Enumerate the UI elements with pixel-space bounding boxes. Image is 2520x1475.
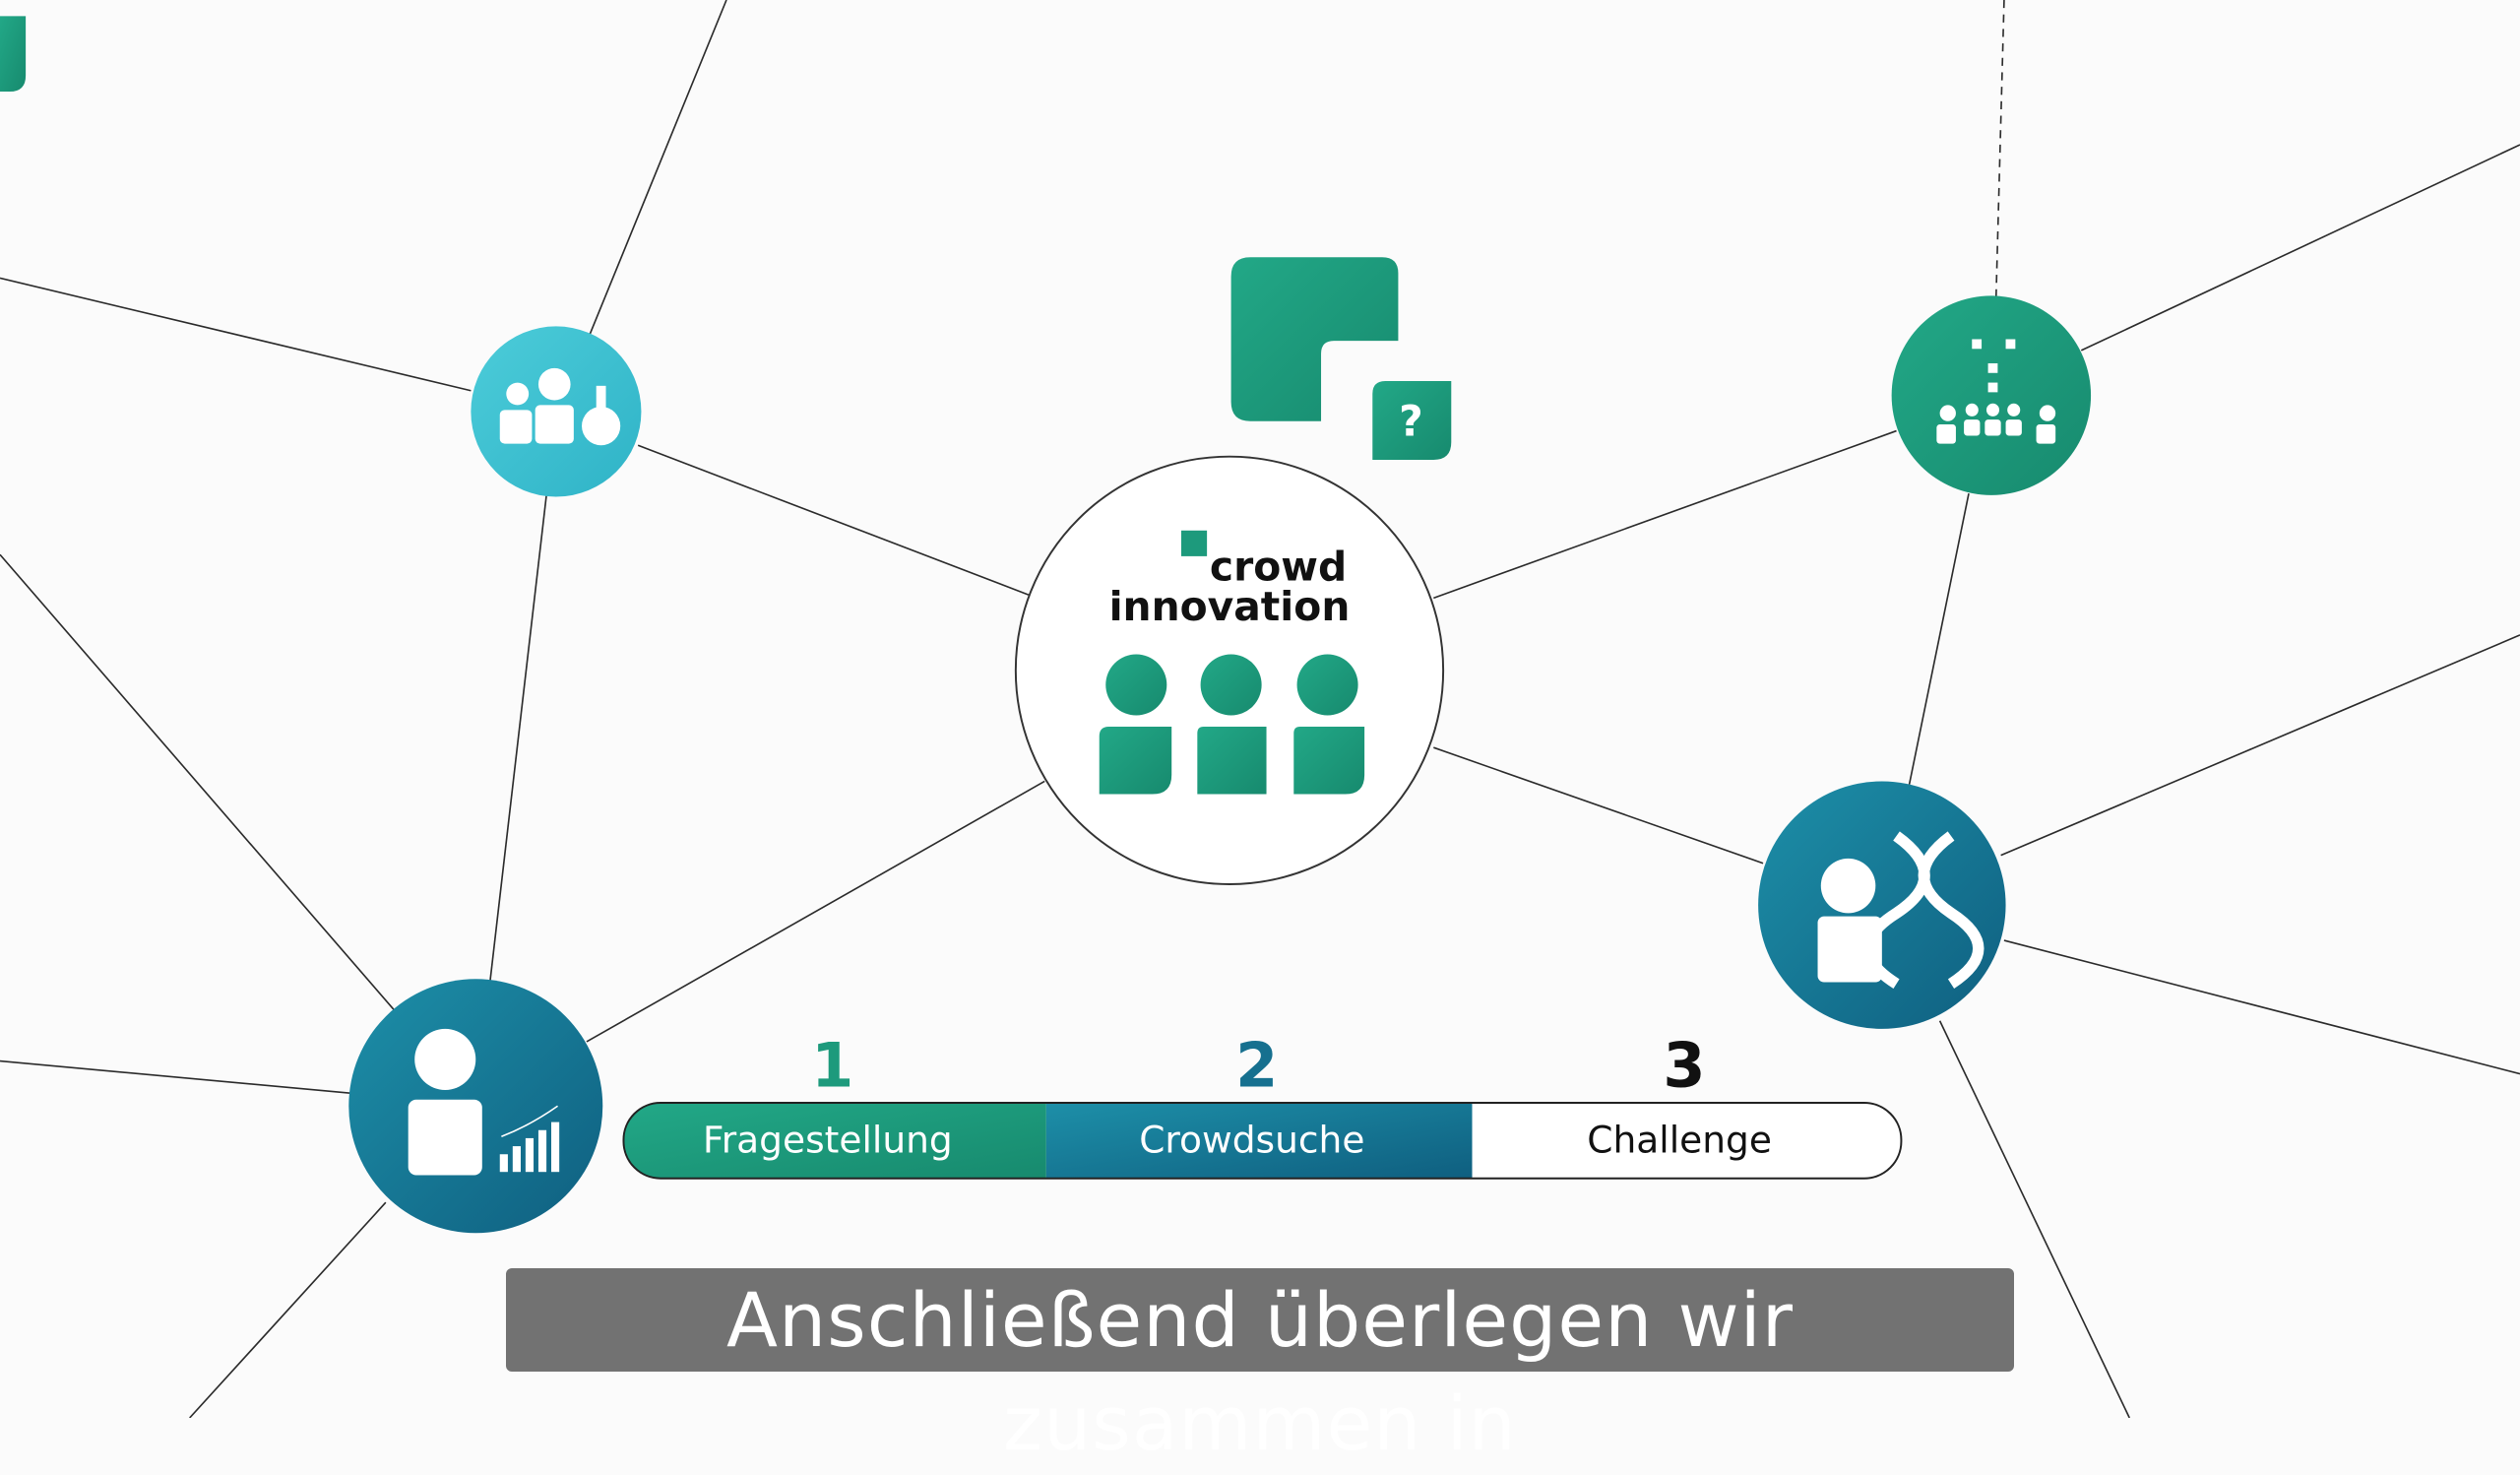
video-subtitle: Anschließend überlegen wir zusammen in <box>506 1268 2014 1467</box>
step-2-segment[interactable] <box>1045 1103 1473 1179</box>
person-chart-icon <box>408 1028 560 1176</box>
logo-text-crowd: crowd <box>1210 543 1347 590</box>
team-flask-icon <box>499 367 621 446</box>
step-2-number: 2 <box>1235 1030 1278 1102</box>
step-3-label: Challenge <box>1587 1119 1772 1162</box>
step-progress: 1 2 3 Fragestellung Crowdsuche Challenge <box>622 1030 1903 1180</box>
connection-lines <box>0 0 2520 1418</box>
step-1-segment[interactable] <box>623 1103 1046 1179</box>
step-1-number: 1 <box>811 1030 853 1102</box>
question-logo-icon: ? <box>1230 257 1452 460</box>
crowd-innovation-hub: crowd innovation <box>1014 455 1445 885</box>
corner-shape <box>0 16 27 93</box>
step-2-label: Crowdsuche <box>1139 1119 1364 1162</box>
logo-text-innovation: innovation <box>1109 583 1351 630</box>
crowd-people-icon <box>1099 654 1365 795</box>
growth-node[interactable] <box>348 979 603 1234</box>
question-mark: ? <box>1399 398 1423 446</box>
network-diagram: ? crowd innovation <box>0 0 2520 1418</box>
genetics-node[interactable] <box>1758 781 2006 1029</box>
step-1-label: Fragestellung <box>703 1119 953 1162</box>
hierarchy-icon <box>1936 339 2056 444</box>
person-dna-icon <box>1817 831 1984 990</box>
org-structure-node[interactable] <box>1891 295 2092 495</box>
research-team-node[interactable] <box>471 326 642 497</box>
step-3-number: 3 <box>1663 1030 1705 1102</box>
logo-square-icon <box>1181 530 1208 556</box>
step-3-segment[interactable] <box>1472 1103 1902 1179</box>
